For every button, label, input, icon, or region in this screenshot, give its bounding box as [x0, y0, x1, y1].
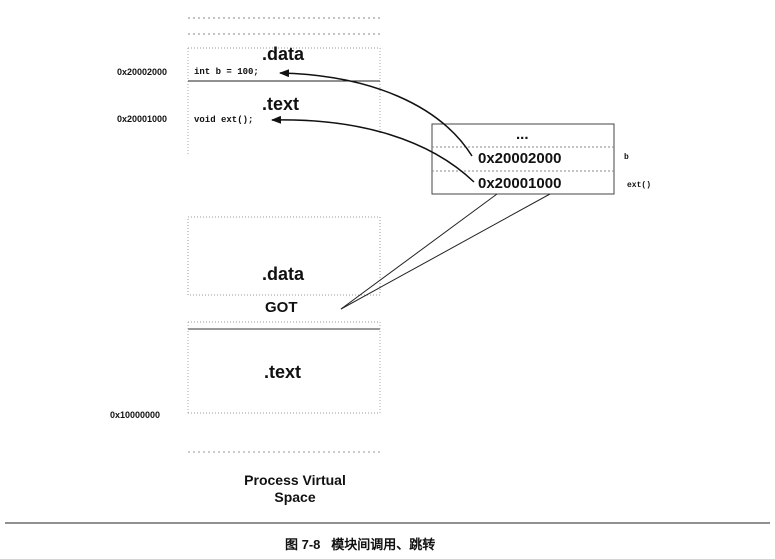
upper-data-code: int b = 100;: [194, 67, 259, 77]
figure-caption: 图 7-8 模块间调用、跳转: [285, 537, 436, 552]
caption-line-1: Process Virtual: [244, 472, 346, 488]
got-region-label: GOT: [265, 299, 298, 316]
arrow-to-void-ext: [271, 115, 475, 183]
got-projection-line-2: [340, 193, 551, 310]
lower-data-label: .data: [262, 264, 305, 284]
got-projection-line-1: [340, 193, 498, 310]
got-entry-label-ext: ext(): [627, 181, 652, 190]
upper-data-address: 0x20002000: [117, 67, 168, 77]
process-virtual-space-caption: Process Virtual Space: [215, 472, 375, 506]
got-cell-b-address: 0x20002000: [478, 150, 562, 167]
arrow-to-int-b: [279, 69, 473, 157]
lower-data-region: [187, 216, 381, 296]
got-table-box: [431, 123, 615, 195]
got-entry-label-b: b: [624, 153, 629, 162]
upper-text-code: void ext();: [194, 115, 254, 125]
lower-text-label: .text: [264, 362, 302, 382]
upper-text-label: .text: [262, 94, 300, 114]
upper-data-label: .data: [262, 44, 305, 64]
upper-text-address: 0x20001000: [117, 114, 168, 124]
got-cell-ext-address: 0x20001000: [478, 175, 562, 192]
caption-line-2: Space: [274, 489, 316, 505]
base-address: 0x10000000: [110, 410, 161, 420]
got-cell-ellipsis: ...: [516, 126, 529, 143]
